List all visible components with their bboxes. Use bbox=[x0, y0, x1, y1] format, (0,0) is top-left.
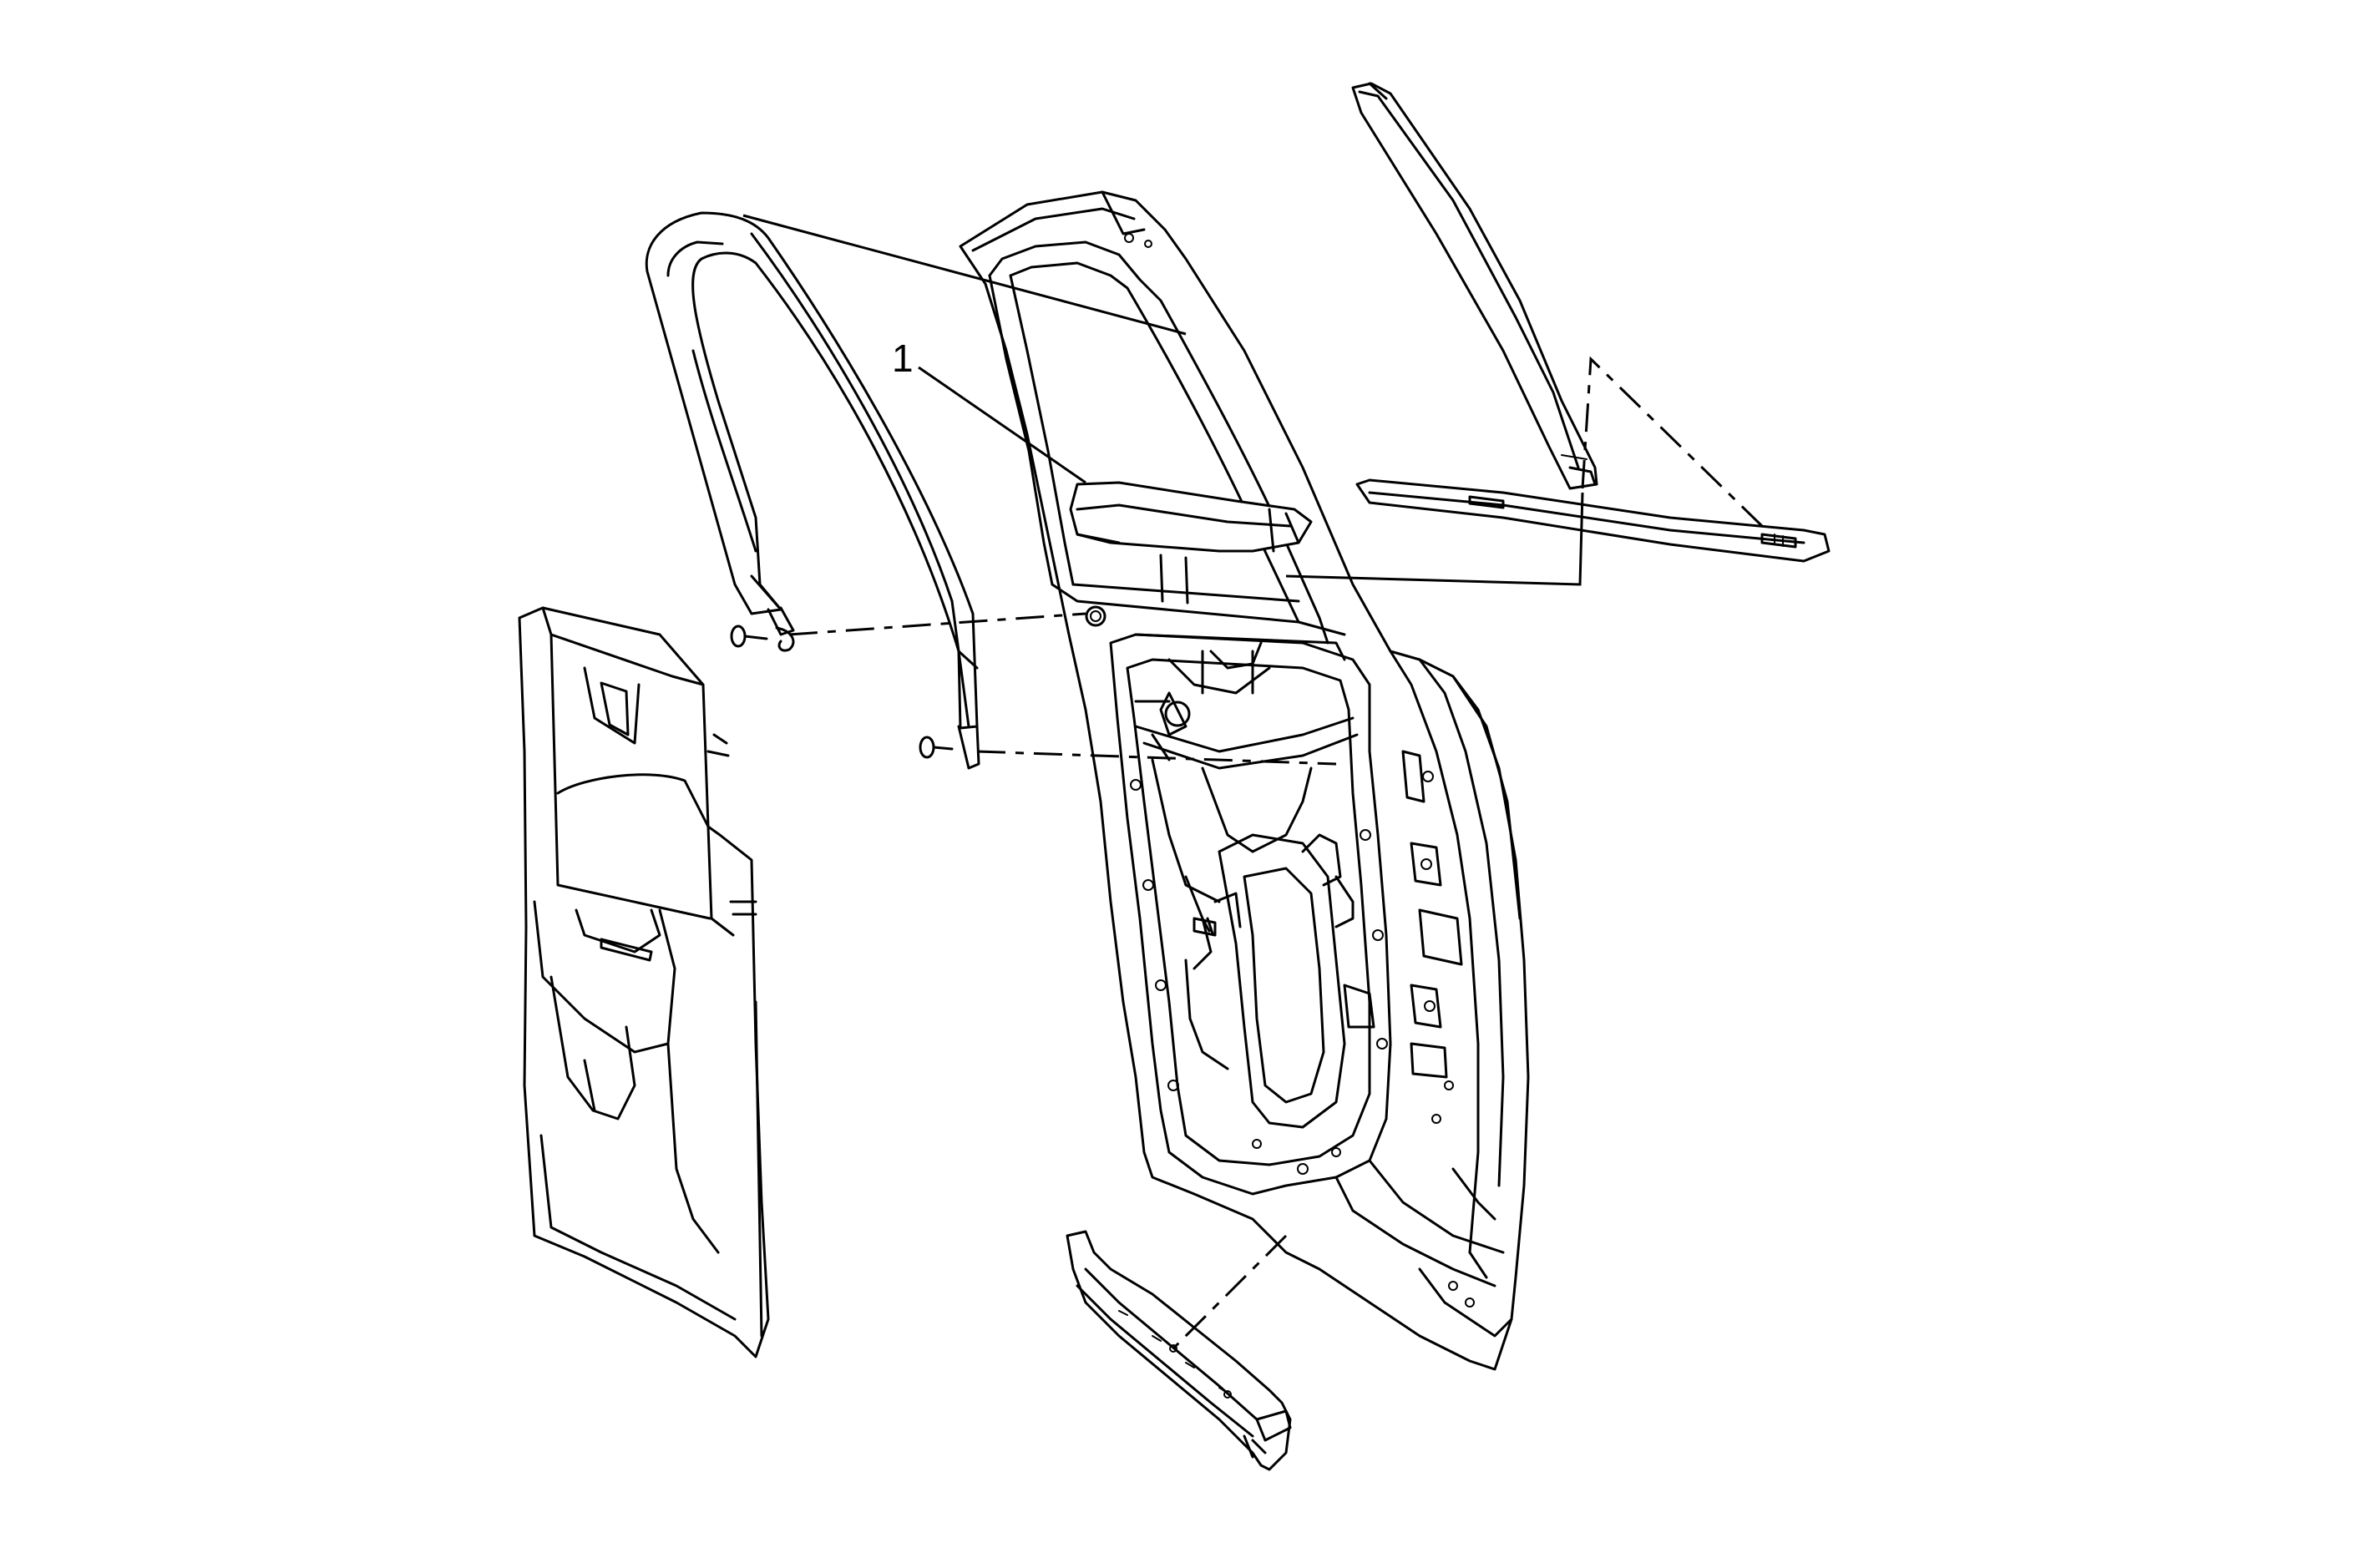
door-inner-frame bbox=[959, 190, 1530, 1371]
rear-run-channel bbox=[1351, 82, 1598, 490]
door-trim-panel bbox=[518, 606, 770, 1358]
callout-1-leader bbox=[918, 366, 1086, 484]
clip-hole bbox=[1085, 605, 1106, 627]
lower-screw bbox=[919, 736, 954, 759]
belt-weatherstrip bbox=[1355, 478, 1831, 563]
window-channel-front bbox=[645, 211, 980, 770]
lower-sill-seal bbox=[1066, 1230, 1292, 1471]
callout-1-label: 1 bbox=[892, 336, 914, 380]
upper-screw bbox=[730, 625, 795, 652]
callout-1: 1 bbox=[892, 336, 1086, 484]
explosion-lines bbox=[742, 214, 1764, 1350]
